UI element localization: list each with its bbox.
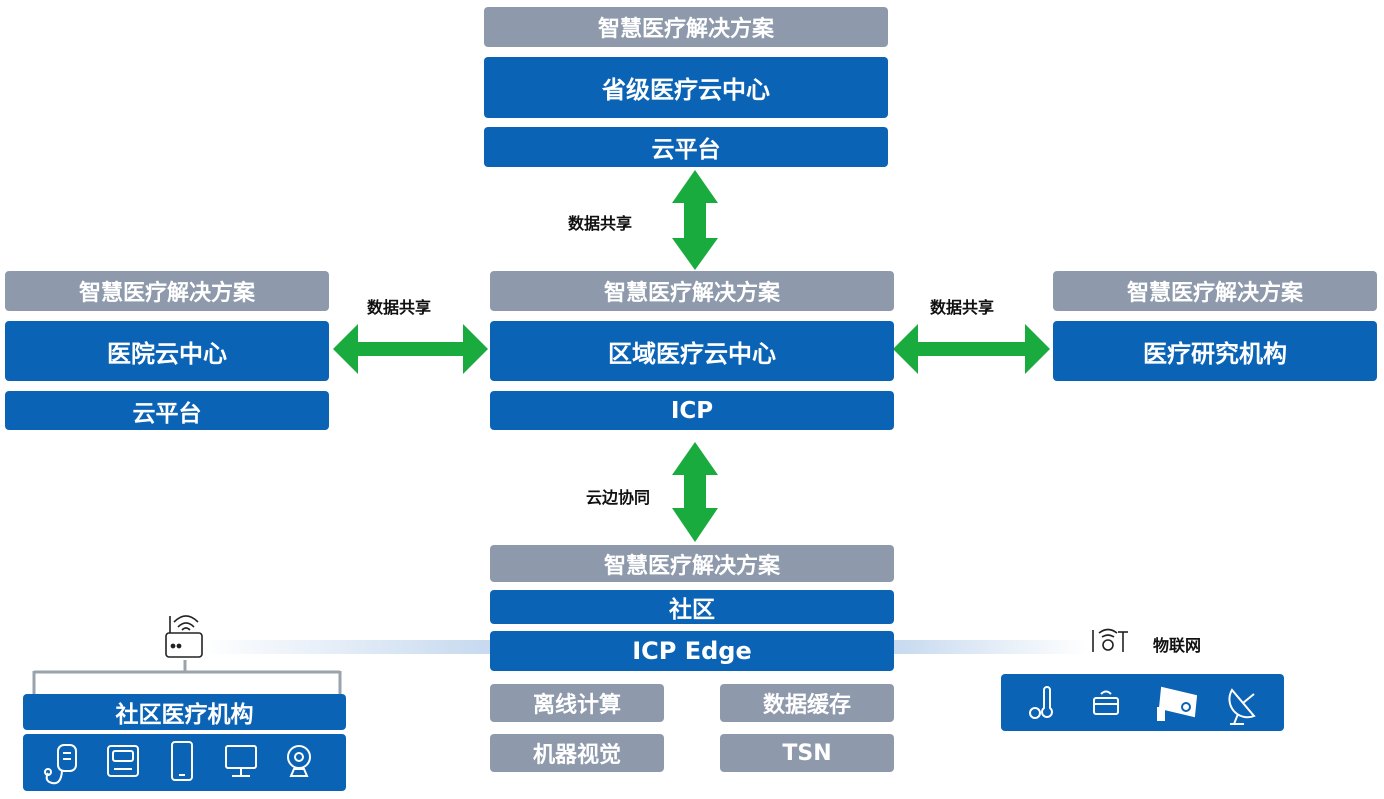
module-data-cache: 数据缓存 [720, 684, 894, 722]
center-title[interactable]: 区域医疗云中心 [490, 321, 894, 381]
stethoscope-icon [44, 744, 77, 785]
right-solution-header: 智慧医疗解决方案 [1053, 271, 1377, 311]
monitor-icon [225, 745, 257, 777]
thermometer-icon [1029, 686, 1053, 719]
iot-label: 物联网 [1153, 636, 1202, 655]
arrow-left-center [333, 324, 488, 374]
left-solution-header: 智慧医疗解决方案 [5, 271, 329, 311]
satellite-dish-icon [1228, 688, 1256, 725]
top-platform: 云平台 [484, 127, 888, 167]
module-offline-compute: 离线计算 [490, 684, 664, 722]
arrow-top-center [672, 170, 718, 270]
left-platform: 云平台 [5, 391, 329, 430]
phone-icon [171, 741, 193, 781]
top-solution-header: 智慧医疗解决方案 [484, 7, 888, 47]
center-solution-header: 智慧医疗解决方案 [490, 271, 894, 311]
gateway-icon [1093, 690, 1119, 715]
community-bracket [32, 660, 342, 695]
router-icon [165, 615, 203, 658]
label-center-bottom: 云边协同 [586, 488, 651, 507]
community-inst-title[interactable]: 社区医疗机构 [23, 694, 346, 730]
link-edge-iot [893, 640, 1088, 654]
label-left-center: 数据共享 [367, 298, 432, 317]
label-top-center: 数据共享 [568, 214, 633, 233]
center-platform: ICP [490, 391, 894, 430]
arrow-center-right [893, 324, 1050, 374]
right-title[interactable]: 医疗研究机构 [1053, 321, 1377, 381]
bottom-solution-header: 智慧医疗解决方案 [490, 545, 894, 582]
iot-logo-icon [1092, 628, 1128, 652]
arrow-center-bottom [672, 442, 718, 542]
bottom-community: 社区 [490, 590, 894, 624]
bottom-icp-edge[interactable]: ICP Edge [490, 631, 894, 671]
top-center-title[interactable]: 省级医疗云中心 [484, 57, 888, 118]
module-machine-vision: 机器视觉 [490, 734, 664, 772]
scale-icon [107, 745, 139, 777]
label-center-right: 数据共享 [930, 298, 995, 317]
link-community-edge [200, 640, 492, 654]
module-tsn: TSN [720, 734, 894, 772]
webcam-icon [287, 745, 311, 777]
camera-icon [1157, 686, 1198, 721]
left-center-title[interactable]: 医院云中心 [5, 321, 329, 381]
